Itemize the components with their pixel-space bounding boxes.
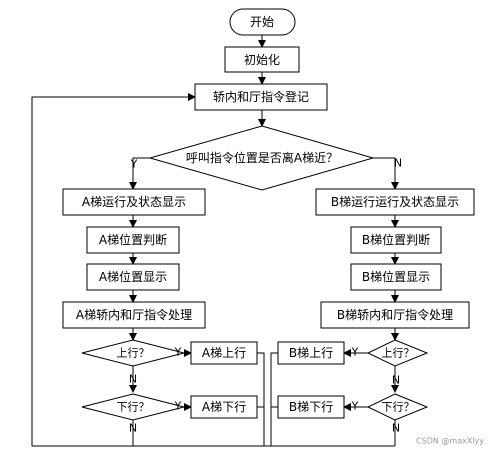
label-a-pos-show: A梯位置显示 bbox=[99, 269, 167, 284]
label-yes-a-up: Y bbox=[174, 346, 182, 359]
edge-loop-back bbox=[31, 93, 196, 446]
node-b-up-q bbox=[366, 339, 429, 367]
edge-decision-yes bbox=[129, 157, 150, 190]
node-b-pos-show bbox=[350, 263, 442, 291]
label-init: 初始化 bbox=[244, 53, 280, 67]
edge-a-up-merge bbox=[257, 352, 265, 446]
label-b-down: B梯下行 bbox=[289, 400, 333, 414]
label-b-pos-show: B梯位置显示 bbox=[362, 269, 430, 284]
node-a-cmd bbox=[62, 301, 206, 329]
label-start: 开始 bbox=[250, 15, 274, 29]
node-a-up-q bbox=[81, 339, 185, 367]
node-init bbox=[224, 46, 300, 73]
label-b-up: B梯上行 bbox=[289, 346, 333, 360]
label-yes-b-down: Y bbox=[351, 400, 359, 413]
label-decision-main: 呼叫指令位置是否离A梯近？ bbox=[186, 150, 338, 165]
label-yes-a-down: Y bbox=[174, 400, 182, 413]
node-b-down-q bbox=[366, 393, 429, 421]
label-a-down: A梯下行 bbox=[202, 400, 246, 414]
node-a-down-q bbox=[81, 393, 185, 421]
edge-b-up-merge bbox=[270, 352, 278, 446]
label-b-pos-judge: B梯位置判断 bbox=[362, 232, 430, 247]
node-decision-main bbox=[148, 125, 375, 191]
node-a-down bbox=[190, 395, 258, 419]
label-b-down-q: 下行？ bbox=[382, 401, 415, 414]
node-b-cmd bbox=[320, 301, 470, 329]
node-b-down bbox=[277, 395, 345, 419]
label-no-b-down: N bbox=[392, 422, 400, 435]
node-register bbox=[194, 83, 328, 111]
label-no-a-up: N bbox=[129, 373, 137, 386]
connectors bbox=[31, 35, 399, 447]
label-b-up-q: 上行？ bbox=[382, 347, 415, 360]
label-a-up: A梯上行 bbox=[202, 346, 246, 360]
label-a-down-q: 下行？ bbox=[117, 401, 150, 414]
label-register: 轿内和厅指令登记 bbox=[213, 89, 309, 104]
label-a-status: A梯运行及状态显示 bbox=[82, 195, 186, 209]
node-b-pos-judge bbox=[350, 226, 442, 254]
node-a-status bbox=[62, 188, 206, 216]
label-a-cmd: A梯轿内和厅指令处理 bbox=[76, 307, 192, 322]
label-no-main: N bbox=[394, 157, 402, 170]
label-b-status: B梯运行运行及状态显示 bbox=[331, 195, 459, 209]
node-start bbox=[229, 8, 296, 36]
label-yes-b-up: Y bbox=[351, 346, 359, 359]
label-b-cmd: B梯轿内和厅指令处理 bbox=[337, 307, 453, 322]
watermark: CSDN @maxXlyy bbox=[416, 437, 484, 446]
label-a-pos-judge: A梯位置判断 bbox=[99, 232, 167, 247]
label-no-a-down: N bbox=[129, 422, 137, 435]
label-a-up-q: 上行？ bbox=[117, 347, 150, 360]
node-a-pos-show bbox=[86, 263, 180, 291]
node-a-pos-judge bbox=[86, 226, 180, 254]
node-b-status bbox=[315, 188, 475, 216]
node-b-up bbox=[277, 341, 345, 365]
label-no-b-up: N bbox=[392, 374, 400, 387]
edge-decision-no bbox=[373, 157, 399, 190]
label-yes-main: Y bbox=[130, 158, 138, 171]
node-a-up bbox=[190, 341, 258, 365]
